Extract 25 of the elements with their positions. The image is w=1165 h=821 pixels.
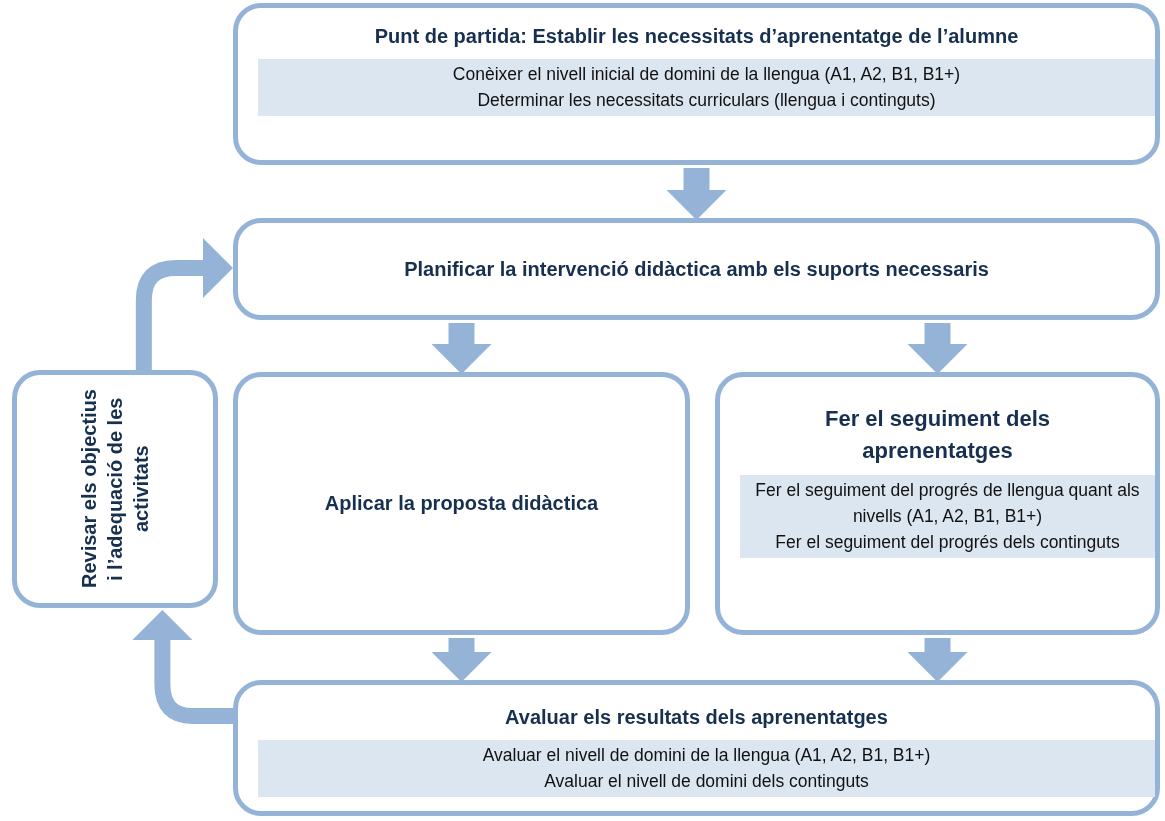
arrow [907,638,968,682]
body-text: Determinar les necessitats curriculars (llengua i continguts) [477,89,936,113]
process-box [715,372,1160,635]
process-box [12,370,218,608]
process-box [233,680,1160,816]
box-heading: Fer el seguiment dels aprenentatges [824,405,1051,465]
body-text: Fer el seguiment del progrés de llengua quant als nivells (A1, A2, B1, B1+) [754,478,1141,529]
process-box [233,218,1160,320]
arrow [135,238,233,370]
body-text: Avaluar el nivell de domini de la llengua (A1, A2, B1, B1+) [482,744,931,767]
process-box [233,372,690,635]
arrow [907,323,968,374]
box-heading: Avaluar els resultats dels aprenentatges [504,705,889,730]
box-heading: Punt de partida: Establir les necessitats d’aprenentatge de l’alumne [373,24,1020,49]
arrow [666,168,727,220]
arrow [132,610,233,724]
box-heading: Revisar els objectius i l’adequació de les activitats [77,388,153,591]
arrow [431,638,492,682]
body-text: Conèixer el nivell inicial de domini de la llengua (A1, A2, B1, B1+) [452,63,961,86]
body-text: Avaluar el nivell de domini dels continguts [544,770,869,794]
box-heading: Aplicar la proposta didàctica [323,491,600,516]
box-heading: Planificar la intervenció didàctica amb els suports necessaris [403,256,990,282]
body-text: Fer el seguiment del progrés dels continguts [775,531,1120,555]
arrow [431,323,492,374]
process-box [233,3,1160,165]
